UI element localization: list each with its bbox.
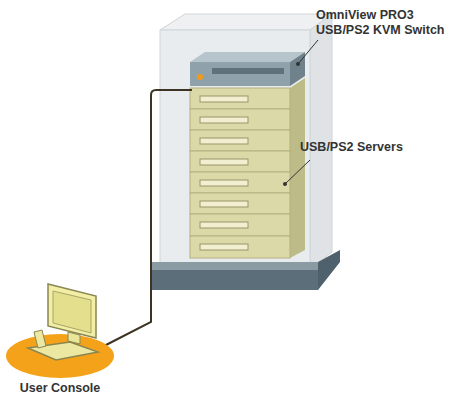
leader-lines (283, 40, 318, 186)
enclosure-front (160, 30, 310, 270)
servers-side (290, 78, 305, 258)
rack-base-front (152, 270, 318, 290)
device-label: USB/PS2 Servers (300, 140, 448, 155)
enclosure-top (160, 14, 332, 30)
server-stack (190, 88, 290, 258)
kvm-front (190, 62, 290, 86)
console-label: User Console (4, 381, 116, 396)
monitor-screen (48, 284, 96, 338)
console-cable (104, 90, 192, 346)
rack-base-top (152, 262, 318, 270)
device-label: OmniView PRO3 USB/PS2 KVM Switch (316, 8, 448, 38)
computer-tower (34, 330, 46, 348)
monitor-panel (53, 291, 91, 333)
console-base (6, 334, 114, 378)
kvm-slot (212, 68, 284, 74)
kvm-top (190, 52, 305, 62)
kvm-led (197, 74, 203, 80)
